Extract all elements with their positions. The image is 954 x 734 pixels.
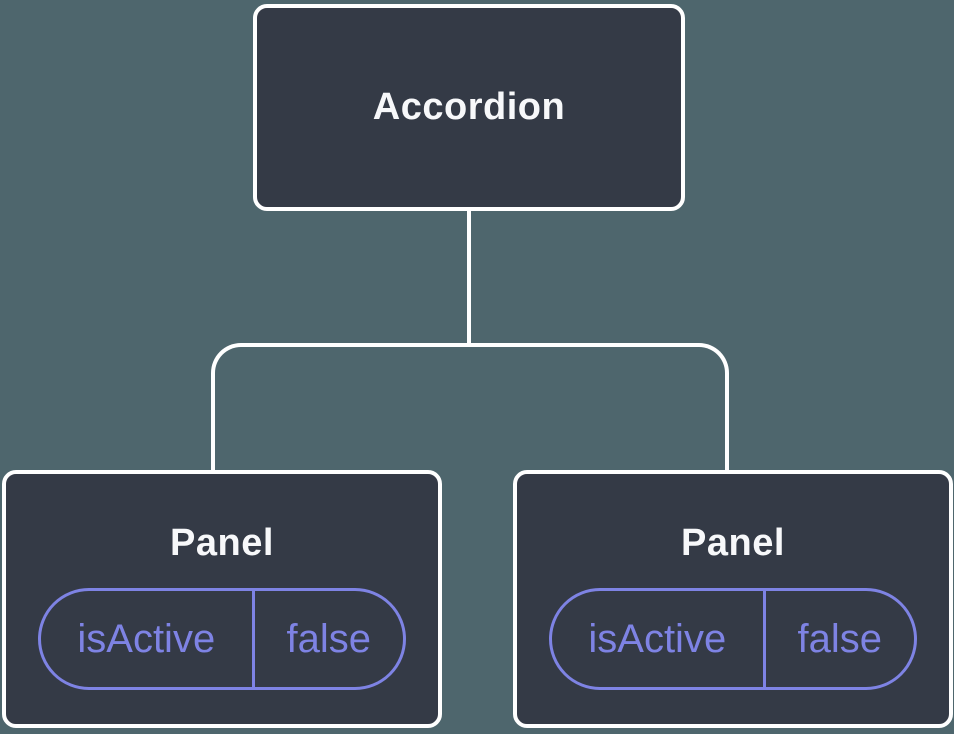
state-key: isActive [552, 591, 766, 687]
state-value: false [797, 616, 883, 661]
panel-node-label: Panel [170, 522, 274, 564]
panel-node-left: Panel isActive false [2, 470, 442, 728]
state-pill: isActive false [549, 588, 917, 690]
connector-stem [467, 209, 471, 347]
state-pill: isActive false [38, 588, 406, 690]
connector-bracket [211, 343, 729, 470]
accordion-node: Accordion [253, 4, 685, 211]
state-key: isActive [41, 591, 255, 687]
state-value: false [286, 616, 372, 661]
accordion-node-label: Accordion [372, 86, 566, 128]
panel-node-right: Panel isActive false [513, 470, 953, 728]
panel-node-label: Panel [681, 522, 785, 564]
